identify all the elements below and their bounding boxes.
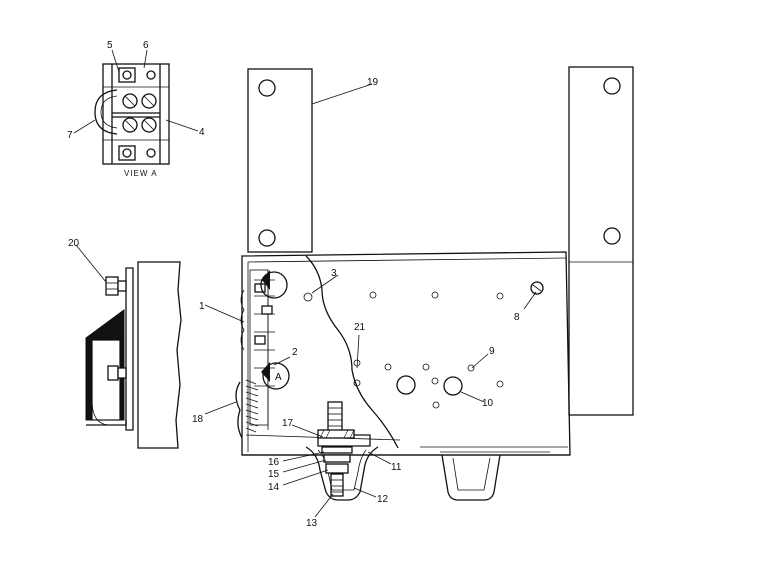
main-assembly: A <box>235 66 634 501</box>
callout-7: 7 <box>67 130 73 141</box>
callout-9: 9 <box>489 346 495 357</box>
view-a-label: VIEW A <box>124 169 158 178</box>
callout-20: 20 <box>68 238 80 249</box>
callout-6: 6 <box>143 40 149 51</box>
section-letter: A <box>275 372 282 383</box>
callout-19: 19 <box>367 77 379 88</box>
callout-13: 13 <box>306 518 318 529</box>
callout-21: 21 <box>354 322 366 333</box>
callout-5: 5 <box>107 40 113 51</box>
callout-18: 18 <box>192 414 204 425</box>
callout-3: 3 <box>331 268 337 279</box>
callout-8: 8 <box>514 312 520 323</box>
callout-15: 15 <box>268 469 280 480</box>
callout-14: 14 <box>268 482 280 493</box>
callout-16: 16 <box>268 457 280 468</box>
callout-11: 11 <box>391 462 402 473</box>
callout-2: 2 <box>292 347 298 358</box>
callout-10: 10 <box>482 398 494 409</box>
view-a-detail <box>94 63 170 165</box>
callout-4: 4 <box>199 127 205 138</box>
leader-lines <box>73 49 537 518</box>
callout-1: 1 <box>199 301 205 312</box>
callout-12: 12 <box>377 494 389 505</box>
callouts: 5 6 4 7 VIEW A 19 20 1 2 3 8 9 10 21 18 … <box>67 40 520 529</box>
side-view-bracket <box>85 261 182 449</box>
callout-17: 17 <box>282 418 294 429</box>
